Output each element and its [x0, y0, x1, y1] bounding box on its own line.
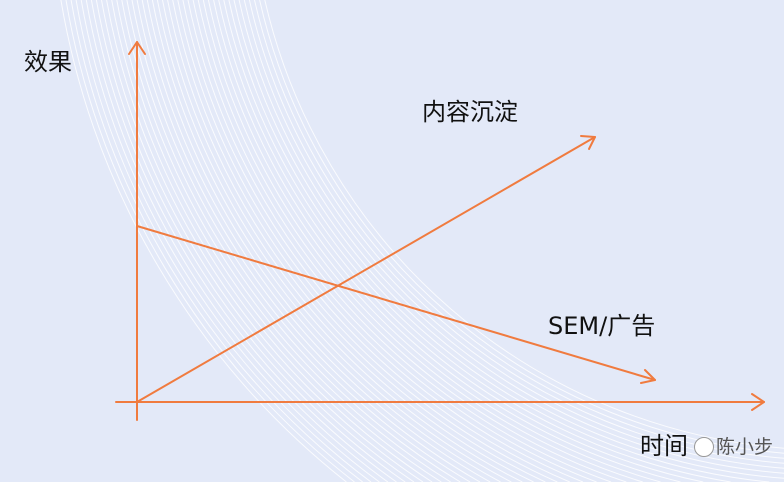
decorative-arc [202, 0, 643, 482]
decorative-arc [254, 0, 784, 459]
decorative-arc [187, 0, 597, 482]
decorative-arc [101, 0, 415, 482]
decorative-arc [146, 0, 501, 482]
decorative-arc [75, 0, 372, 482]
y-axis-arrow [128, 41, 146, 55]
watermark: 陈小步 [694, 436, 773, 459]
decorative-arc [60, 0, 347, 482]
decorative-arc [172, 0, 558, 482]
ad-line-label: SEM/广告 [548, 312, 656, 340]
ad-line-arrow [640, 369, 656, 384]
decorative-arc [136, 0, 481, 482]
decorative-arc [177, 0, 570, 482]
decorative-arc [228, 0, 770, 482]
decorative-arc [182, 0, 584, 482]
decorative-arc [126, 0, 461, 482]
decorative-arc [167, 0, 546, 482]
content-line-label: 内容沉淀 [422, 98, 518, 126]
decorative-arc [213, 0, 681, 482]
decorative-arc [238, 0, 784, 474]
decorative-arc [248, 0, 784, 464]
decorative-arc [259, 0, 784, 454]
decorative-arc [131, 0, 471, 482]
ad-line [136, 225, 656, 381]
decorative-arc [207, 0, 661, 482]
decorative-arc [141, 0, 491, 482]
decorative-arc [233, 0, 784, 479]
decorative-arc [85, 0, 389, 482]
y-axis-label: 效果 [24, 48, 72, 76]
decorative-arc [223, 0, 731, 482]
content-line [136, 136, 596, 403]
decorative-arc [197, 0, 627, 482]
decorative-arc [162, 0, 534, 482]
decorative-arc [192, 0, 612, 482]
decorative-arc [151, 0, 512, 482]
decorative-arc [65, 0, 355, 482]
decorative-arc [156, 0, 523, 482]
decorative-arc [106, 0, 424, 482]
watermark-text: 陈小步 [716, 436, 774, 458]
decorative-arc [90, 0, 397, 482]
wechat-icon [694, 437, 714, 458]
decorative-arc [80, 0, 380, 482]
decorative-arc [243, 0, 784, 469]
decorative-arc [70, 0, 364, 482]
x-axis-arrow [751, 393, 765, 411]
decorative-arc [111, 0, 433, 482]
x-axis-label: 时间 [640, 432, 688, 460]
decorative-arc [121, 0, 451, 482]
content-line-arrow [580, 135, 596, 150]
decorative-arc [95, 0, 406, 482]
decorative-arc [218, 0, 704, 482]
decorative-arc [264, 0, 784, 449]
